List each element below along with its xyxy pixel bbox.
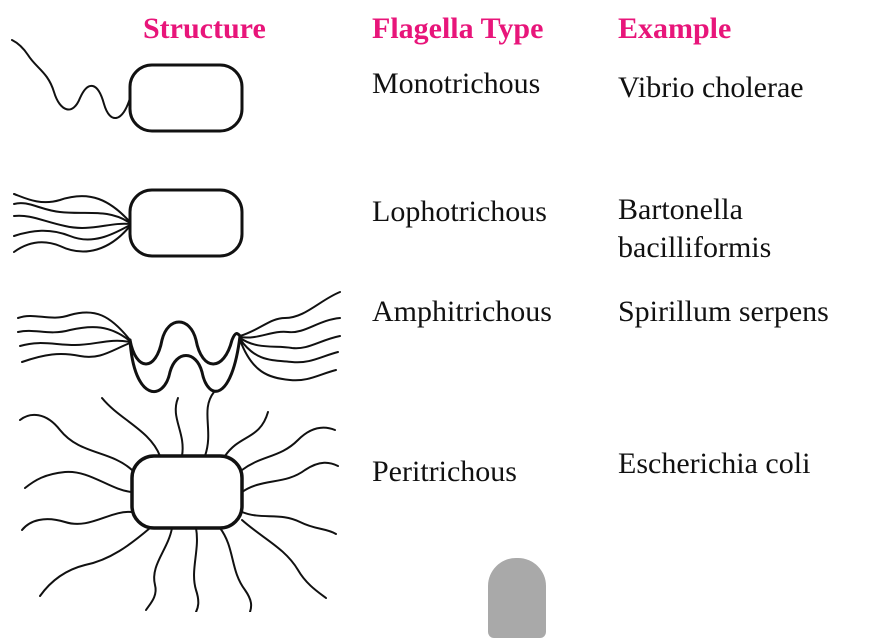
flagella-type-monotrichous: Monotrichous	[372, 66, 540, 102]
peritrichous-cell-icon	[20, 392, 338, 612]
example-escherichia-coli: Escherichia coli	[618, 446, 810, 482]
example-vibrio-cholerae: Vibrio cholerae	[618, 70, 804, 106]
example-bartonella-line2: bacilliformis	[618, 228, 771, 268]
monotrichous-cell-icon	[12, 40, 242, 131]
example-bartonella-line1: Bartonella	[618, 190, 743, 230]
example-spirillum-serpens: Spirillum serpens	[618, 294, 829, 330]
lophotrichous-cell-icon	[14, 190, 242, 256]
flagella-type-peritrichous: Peritrichous	[372, 454, 517, 490]
flagella-type-lophotrichous: Lophotrichous	[372, 194, 547, 230]
pointer-overlay	[488, 558, 546, 638]
amphitrichous-cell-icon	[18, 292, 340, 392]
flagella-type-amphitrichous: Amphitrichous	[372, 294, 552, 330]
